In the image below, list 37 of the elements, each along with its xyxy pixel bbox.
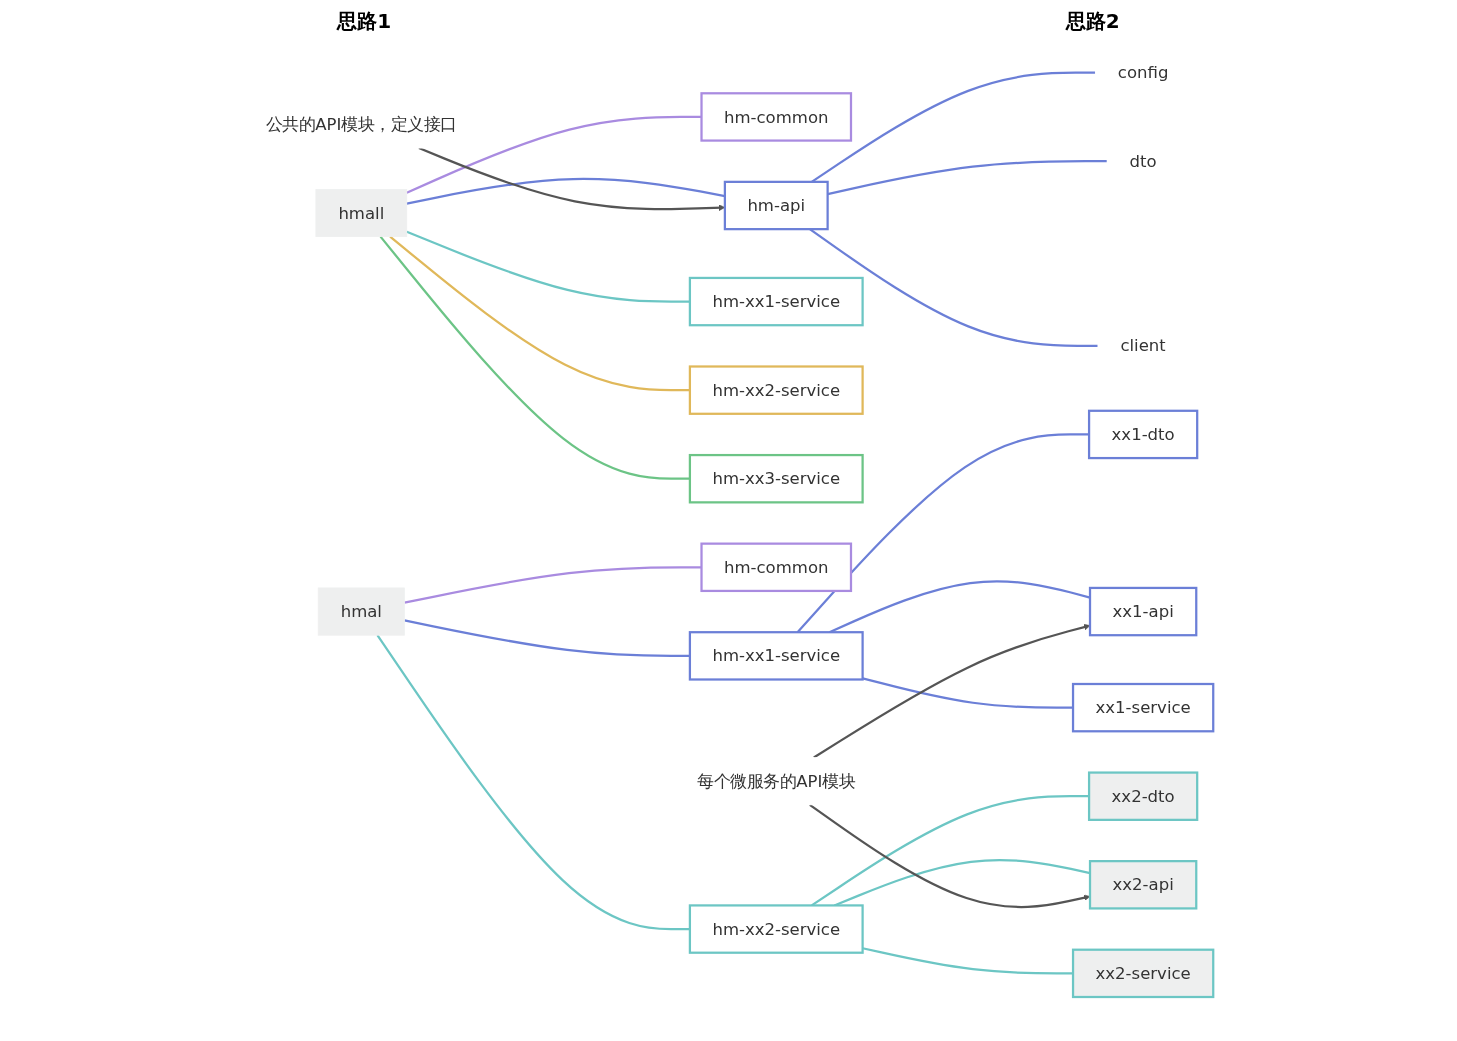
node-box: hm-xx1-service (689, 631, 865, 681)
connector (406, 230, 691, 303)
node-box: hm-common (700, 542, 853, 593)
connector (376, 634, 691, 931)
node-box: hm-xx3-service (689, 453, 865, 504)
arrow (813, 623, 1091, 759)
node-box: hm-xx1-service (689, 276, 865, 327)
node-box: xx2-dto (1088, 771, 1199, 821)
arrow (418, 147, 726, 211)
connector (406, 115, 702, 194)
node-box: xx1-api (1089, 586, 1198, 637)
node-box: hmall (315, 189, 408, 238)
node-text: 每个微服务的API模块 (697, 771, 856, 791)
connector (406, 177, 726, 205)
connector (827, 160, 1108, 196)
node-box: hm-xx2-service (689, 904, 865, 954)
node-box: xx2-service (1072, 948, 1215, 999)
node-box: xx1-dto (1088, 409, 1199, 460)
node-text: 公共的API模块，定义接口 (265, 115, 458, 134)
node-text: config (1118, 63, 1169, 83)
connector (389, 235, 691, 392)
connector (404, 619, 691, 657)
heading-text: 思路2 (1065, 8, 1120, 35)
node-text: dto (1129, 151, 1157, 171)
connector (862, 677, 1074, 709)
node-text: client (1120, 336, 1167, 356)
node-box: xx1-service (1072, 682, 1215, 733)
heading-text: 思路1 (337, 8, 392, 35)
connector (379, 235, 691, 480)
node-box: xx2-api (1089, 860, 1198, 910)
node-box: hm-common (700, 92, 853, 142)
connector (862, 947, 1074, 975)
connector (797, 433, 1090, 633)
node-box: hm-xx2-service (689, 365, 865, 415)
node-box: hmal (318, 587, 406, 636)
connector (404, 566, 702, 604)
node-box: hm-api (724, 180, 830, 231)
